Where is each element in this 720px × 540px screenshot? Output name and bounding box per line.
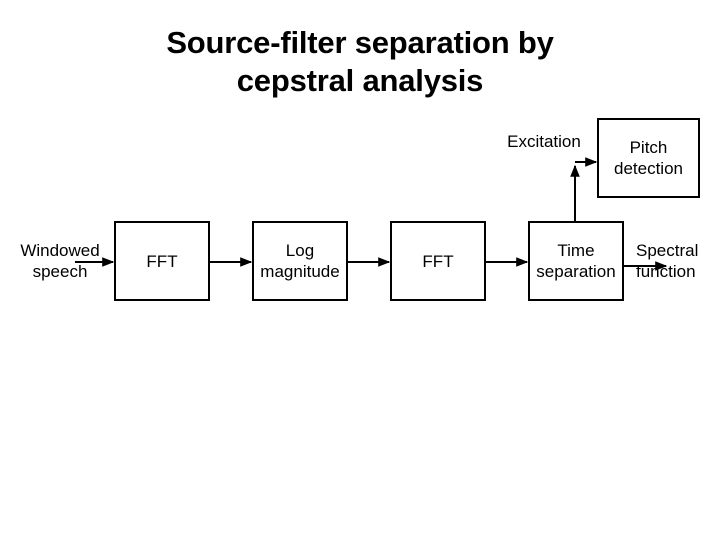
node-log-magnitude[interactable]: Log magnitude (252, 221, 348, 301)
page-title: Source-filter separation by cepstral ana… (166, 25, 554, 98)
node-fft1[interactable]: FFT (114, 221, 210, 301)
label-spectral-function: Spectral function (636, 241, 699, 281)
label-excitation: Excitation (507, 132, 581, 151)
node-fft2[interactable]: FFT (390, 221, 486, 301)
node-time-separation[interactable]: Time separation (528, 221, 624, 301)
node-pitch-detection[interactable]: Pitch detection (597, 118, 700, 198)
label-windowed-speech: Windowed speech (20, 241, 100, 281)
